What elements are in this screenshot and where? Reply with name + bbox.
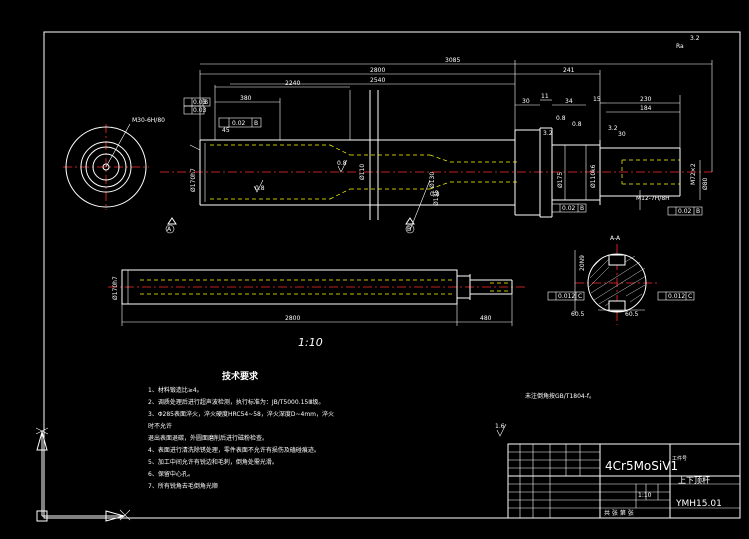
front-dia-label: M30-6H/80 — [132, 117, 165, 124]
title-material: 4Cr5MoSiV1 — [605, 459, 678, 473]
dim-30b: 30 — [618, 131, 626, 138]
title-block — [507, 443, 741, 519]
tech-item-7: 5、加工中间允许有锐边和毛刺，倒角处需光滑。 — [148, 458, 278, 466]
tech-item-3: 3、Φ285表面淬火，淬火硬度HRC54~58，淬火深度D~4mm，淬火 — [148, 410, 334, 418]
bottom-dim-480: 480 — [480, 315, 492, 322]
bottom-dia: Ø170h7 — [112, 276, 119, 300]
dia-end2: Ø80 — [702, 177, 709, 190]
dia-main: Ø170h7 — [190, 168, 197, 192]
dim-overall: 3085 — [445, 57, 460, 64]
svg-text:B: B — [696, 208, 700, 215]
svg-text:0.02: 0.02 — [678, 208, 692, 215]
dia-hole: Ø110 — [359, 164, 366, 180]
svg-text:0.02: 0.02 — [232, 120, 246, 127]
dim-2240: 2240 — [285, 80, 300, 87]
svg-text:0.8: 0.8 — [572, 121, 582, 128]
svg-text:A: A — [167, 226, 172, 233]
dia-c: Ø175 — [557, 172, 564, 188]
title-drawing-no: YMH15.01 — [675, 499, 722, 509]
scale-label: 1:10 — [298, 336, 323, 349]
dim-230: 230 — [640, 96, 652, 103]
svg-text:0.012: 0.012 — [558, 293, 575, 300]
sec-depth2: 60.5 — [625, 311, 639, 318]
bottom-shaft-view — [108, 269, 525, 326]
dia-b: Ø135 — [433, 190, 440, 206]
tolerance-frames: 0.03 B 0.03 0.02 B 0.02 B 0.02 B — [183, 97, 703, 216]
svg-text:C: C — [688, 293, 692, 300]
dim-241: 241 — [563, 67, 575, 74]
corner-roughness-suffix: Ra — [676, 43, 684, 50]
datum-labels: A B — [165, 224, 415, 234]
tech-title: 技术要求 — [222, 370, 259, 382]
svg-text:B: B — [580, 205, 584, 212]
svg-text:0.8: 0.8 — [337, 160, 347, 167]
tech-item-1: 1、材料锻造比≥4。 — [148, 386, 203, 394]
dia-thread: M72×2 — [690, 163, 697, 185]
title-part-name: 上下顶杆 — [678, 475, 710, 485]
section-label: A-A — [610, 235, 621, 242]
dim-380: 380 — [240, 95, 252, 102]
svg-text:3.2: 3.2 — [608, 125, 618, 132]
dim-184: 184 — [640, 105, 652, 112]
svg-text:0.8: 0.8 — [430, 191, 440, 198]
svg-text:0.03: 0.03 — [193, 99, 207, 106]
sec-width: 20N9 — [579, 255, 586, 271]
end-view: M30-6H/80 — [63, 117, 165, 210]
svg-text:B: B — [254, 120, 258, 127]
svg-text:0.02: 0.02 — [562, 205, 576, 212]
tech-item-5: 退出表面退碳，外圆面磨削后进行磁粉检查。 — [148, 434, 268, 442]
svg-text:0.012: 0.012 — [668, 293, 685, 300]
dim-45: 45 — [222, 127, 230, 134]
tech-note: 未注倒角按GB/T1804-f。 — [525, 392, 595, 400]
svg-text:0.8: 0.8 — [556, 115, 566, 122]
svg-text:3.2: 3.2 — [543, 130, 553, 137]
ucs-icon — [35, 427, 131, 522]
svg-text:1.6: 1.6 — [495, 423, 505, 430]
title-sheet: 共 张 第 张 — [604, 509, 634, 517]
svg-text:0.8: 0.8 — [255, 185, 265, 192]
main-shaft-view — [160, 60, 713, 231]
tech-item-4: 时不允许 — [148, 422, 172, 430]
svg-text:0.03: 0.03 — [193, 107, 207, 114]
section-a-a — [574, 244, 660, 325]
dia-end: Ø110k6 — [590, 164, 597, 188]
dim-30: 30 — [522, 98, 530, 105]
svg-text:B: B — [407, 226, 411, 233]
corner-roughness: 3.2 — [690, 35, 700, 42]
svg-text:B: B — [204, 99, 208, 106]
dim-2540: 2540 — [370, 77, 385, 84]
section-frames: 0.012 C 0.012 C — [547, 291, 695, 301]
title-company: 工件号 — [672, 455, 687, 462]
tech-item-9: 7、所有锐角去毛倒角光顺 — [148, 482, 218, 490]
svg-text:C: C — [578, 293, 582, 300]
thread-end: M12-7H/8H — [636, 195, 670, 202]
dim-34: 34 — [565, 98, 573, 105]
title-scale: 1:10 — [638, 492, 652, 499]
tech-item-6: 4、表面进行清洗除锈处理，零件表面不允许有损伤及磕碰痕迹。 — [148, 446, 320, 454]
dia-a: Ø130 — [429, 172, 436, 188]
tech-item-2: 2、调质处理后进行超声波检测，执行标准为：JB/T5000.15Ⅲ级。 — [148, 398, 324, 406]
dim-2800: 2800 — [370, 67, 385, 74]
sec-depth: 60.5 — [571, 311, 585, 318]
drawing-border — [43, 31, 741, 519]
tech-item-8: 6、保留中心孔。 — [148, 470, 194, 478]
roughness-marks: 0.8 0.8 3.2 0.8 3.2 1.6 0.8 0.8 — [253, 115, 618, 437]
dim-15: 15 — [593, 96, 601, 103]
bottom-dim-2800: 2800 — [285, 315, 300, 322]
dim-11: 11 — [541, 93, 549, 100]
